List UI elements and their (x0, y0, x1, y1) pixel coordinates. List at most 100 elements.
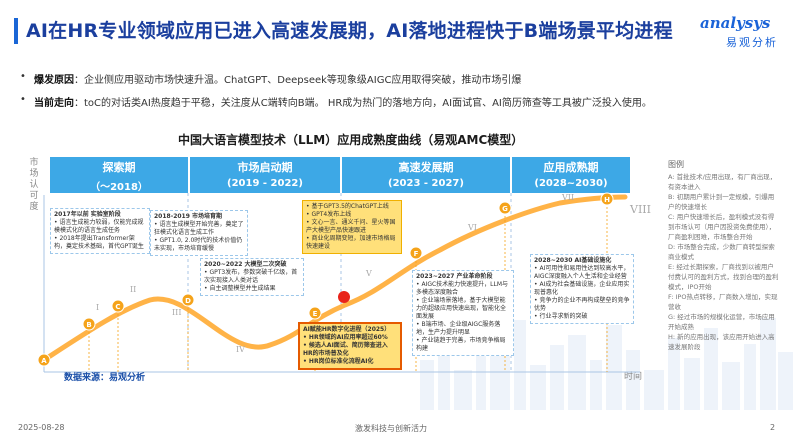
box-2018: 2018-2019 市场培育期 • 语言生成模型开始完善，奠定了狂模式化语言生成… (150, 210, 248, 256)
bullet-label: 当前走向 (34, 98, 74, 109)
phase-name: 应用成熟期 (543, 161, 599, 174)
legend-item: H: 新的应用出现，该应用开始进入高速发展阶段 (668, 333, 775, 351)
box-line: • GPT1.0, 2.0时代的技术价值仍未实现，市场培育缓慢 (154, 237, 243, 252)
curve-point-label: E (313, 310, 318, 318)
box-line: • B端市场、企业级AIGC服务落地，生产力提升明显 (416, 321, 501, 336)
box-line: • AIGC技术能力快速提升，LLM与多模态深度融合 (416, 281, 509, 296)
legend-item: D: 市场整合完成，少数厂商转型探索商业模式 (668, 243, 775, 261)
box-title: 2028~2030 AI基础设施化 (534, 257, 612, 264)
phase-range: (2023 - 2027) (388, 178, 464, 189)
stage-roman-label: VIII (629, 203, 651, 216)
bullet-text: ：toC的对话类AI热度趋于平稳，关注度从C端转向B端。 HR成为热门的落地方向… (74, 98, 652, 109)
box-line: • 竞争力的企业不再构成壁垒的竞争优势 (534, 297, 630, 312)
current-position-marker (338, 291, 350, 303)
box-line: • 候选人AI面试、简历筛查进入HR的市场普及化 (303, 342, 388, 357)
footer-tagline: 激发科技与创新活力 (355, 424, 427, 433)
box-line: • 文心一言、通义千问、星火等国产大模型产品快速跟进 (306, 219, 396, 234)
box-2020: 2020~2022 大模型二次突破 • GPT3发布，参数突破千亿级，首次实现接… (200, 258, 304, 296)
bullet-text: ：企业侧应用驱动市场快速升温。ChatGPT、Deepseek等现象级AIGC应… (74, 75, 522, 86)
curve-point-f (409, 246, 423, 260)
phase-name: 高速发展期 (398, 161, 454, 174)
footer-date: 2025-08-28 (18, 423, 65, 432)
phase-name: 市场启动期 (237, 161, 293, 174)
curve-point-h (600, 192, 614, 206)
bullet-dot-icon: • (20, 71, 26, 82)
curve-point-label: D (185, 297, 191, 305)
bullet-trend: • 当前走向：toC的对话类AI热度趋于平稳，关注度从C端转向B端。 HR成为热门… (20, 94, 652, 109)
x-axis-label: 时间 (624, 372, 643, 382)
box-line: • GPT3发布，参数突破千亿级，首次实现接入人类对话 (204, 269, 298, 284)
box-title: 2020~2022 大模型二次突破 (204, 261, 287, 268)
phase-growth: 高速发展期 (2023 - 2027) (342, 157, 510, 193)
curve-point-d (181, 293, 195, 307)
legend-title: 图例 (668, 160, 684, 169)
curve-point-a (37, 353, 51, 367)
stage-roman-label: III (172, 308, 181, 317)
phase-range: (2019 - 2022) (227, 178, 303, 189)
page-title: AI在HR专业领域应用已进入高速发展期，AI落地进程快于B端场景平均进程 (26, 20, 673, 42)
box-line: • GPT4发布上线 (306, 211, 352, 218)
box-line: • HR岗位标准化流程AI化 (303, 358, 374, 365)
y-axis-label: 市场认可度 (29, 158, 39, 212)
curve-point-label: H (604, 196, 610, 204)
box-title: 2017年以前 实验室阶段 (54, 211, 121, 218)
box-line: • 2018年提出Transformer架构，奠定技术基础，首代GPT诞生 (54, 235, 144, 250)
logo-subtext: 易观分析 (726, 36, 778, 49)
box-2028: 2028~2030 AI基础设施化 • AI可用性和易用性达到较高水平，AIGC… (530, 254, 634, 324)
box-line: • 基于GPT3.5的ChatGPT上线 (306, 203, 389, 210)
bullet-cause: • 爆发原因：企业侧应用驱动市场快速升温。ChatGPT、Deepseek等现象级… (20, 71, 522, 86)
legend-list: A: 首批技术/应用出现，有厂商出现，有资本进入 B: 初期用户累计到一定规模，… (668, 172, 780, 352)
box-line: • 商业化周期变短，加速市场格局快速建设 (306, 235, 396, 250)
box-line: • 语言生成能力较弱，仅能完成规模模式化的语言生成任务 (54, 219, 144, 234)
curve-point-label: A (41, 357, 47, 365)
phase-explore: 探索期 （～2018） (50, 157, 188, 193)
box-2023: 2023~2027 产业革命阶段 • AIGC技术能力快速提升，LLM与多模态深… (412, 270, 514, 356)
bullet-dot-icon: • (20, 94, 26, 105)
legend-item: G: 经过市场的规模化运营，市场应用开始成熟 (668, 313, 775, 331)
box-before-2017: 2017年以前 实验室阶段 • 语言生成能力较弱，仅能完成规模模式化的语言生成任… (50, 208, 150, 254)
stage-roman-label: I (96, 303, 99, 312)
stage-roman-label: II (130, 285, 136, 294)
stage-roman-label: IV (236, 345, 245, 354)
box-2022: • 基于GPT3.5的ChatGPT上线 • GPT4发布上线 • 文心一言、通… (302, 200, 402, 254)
analysys-logo: analysys (700, 14, 771, 32)
stage-roman-label: VI (467, 223, 477, 232)
phase-mature: 应用成熟期 (2028~2030) (512, 157, 630, 193)
curve-point-g (498, 201, 512, 215)
phase-range: (2028~2030) (534, 178, 608, 189)
box-line: • HR领域的AI应用率超过60% (303, 334, 388, 341)
box-line: • 自主调整模型并生成结果 (204, 285, 276, 292)
box-line: • AI可用性和易用性达到较高水平，AIGC深度融入个人生活和企业经营 (534, 265, 630, 280)
legend-item: F: IPO热点转移，厂商数入增加，实现营收 (668, 293, 778, 311)
curve-point-b (82, 317, 96, 331)
legend-item: A: 首批技术/应用出现，有厂商出现，有资本进入 (668, 173, 777, 191)
stage-roman-label: VII (561, 193, 574, 202)
curve-point-c (111, 299, 125, 313)
curve-point-label: G (502, 205, 508, 213)
curve-point-e (308, 306, 322, 320)
box-title: 2023~2027 产业革命阶段 (416, 273, 493, 280)
title-accent-bar (14, 18, 18, 44)
box-line: • 行业寻求新的突破 (534, 313, 588, 320)
page-number: 2 (770, 423, 776, 432)
stage-roman-label: V (365, 269, 372, 278)
legend-item: B: 初期用户累计到一定规模，引爆用户的快速增长 (668, 193, 775, 211)
curve-point-label: B (86, 321, 91, 329)
bullet-label: 爆发原因 (34, 75, 74, 86)
box-line: • AI成为社会基础设施，企业应用实现普惠化 (534, 281, 630, 296)
city-skyline-decoration (420, 318, 793, 410)
box-title: 2018-2019 市场培育期 (154, 213, 222, 220)
chart-title: 中国大语言模型技术（LLM）应用成熟度曲线（易观AMC模型） (178, 133, 524, 147)
phase-launch: 市场启动期 (2019 - 2022) (190, 157, 340, 193)
phase-name: 探索期 (102, 161, 136, 174)
legend-item: E: 经过长期探索，厂商找到以被用户付费认可的盈利方式，找到合理的盈利模式，IP… (668, 263, 779, 291)
curve-point-label: C (115, 303, 120, 311)
box-line: • 企业端场景落地，基于大模型能力的超级应用快速出现，智能化全面发展 (416, 297, 507, 320)
legend-item: C: 用户快速增长后，盈利模式没有得到市场认可（用户因投资免费使用），厂商盈利困… (668, 213, 776, 241)
maturity-curve (41, 194, 628, 363)
curve-point-label: F (414, 250, 419, 258)
